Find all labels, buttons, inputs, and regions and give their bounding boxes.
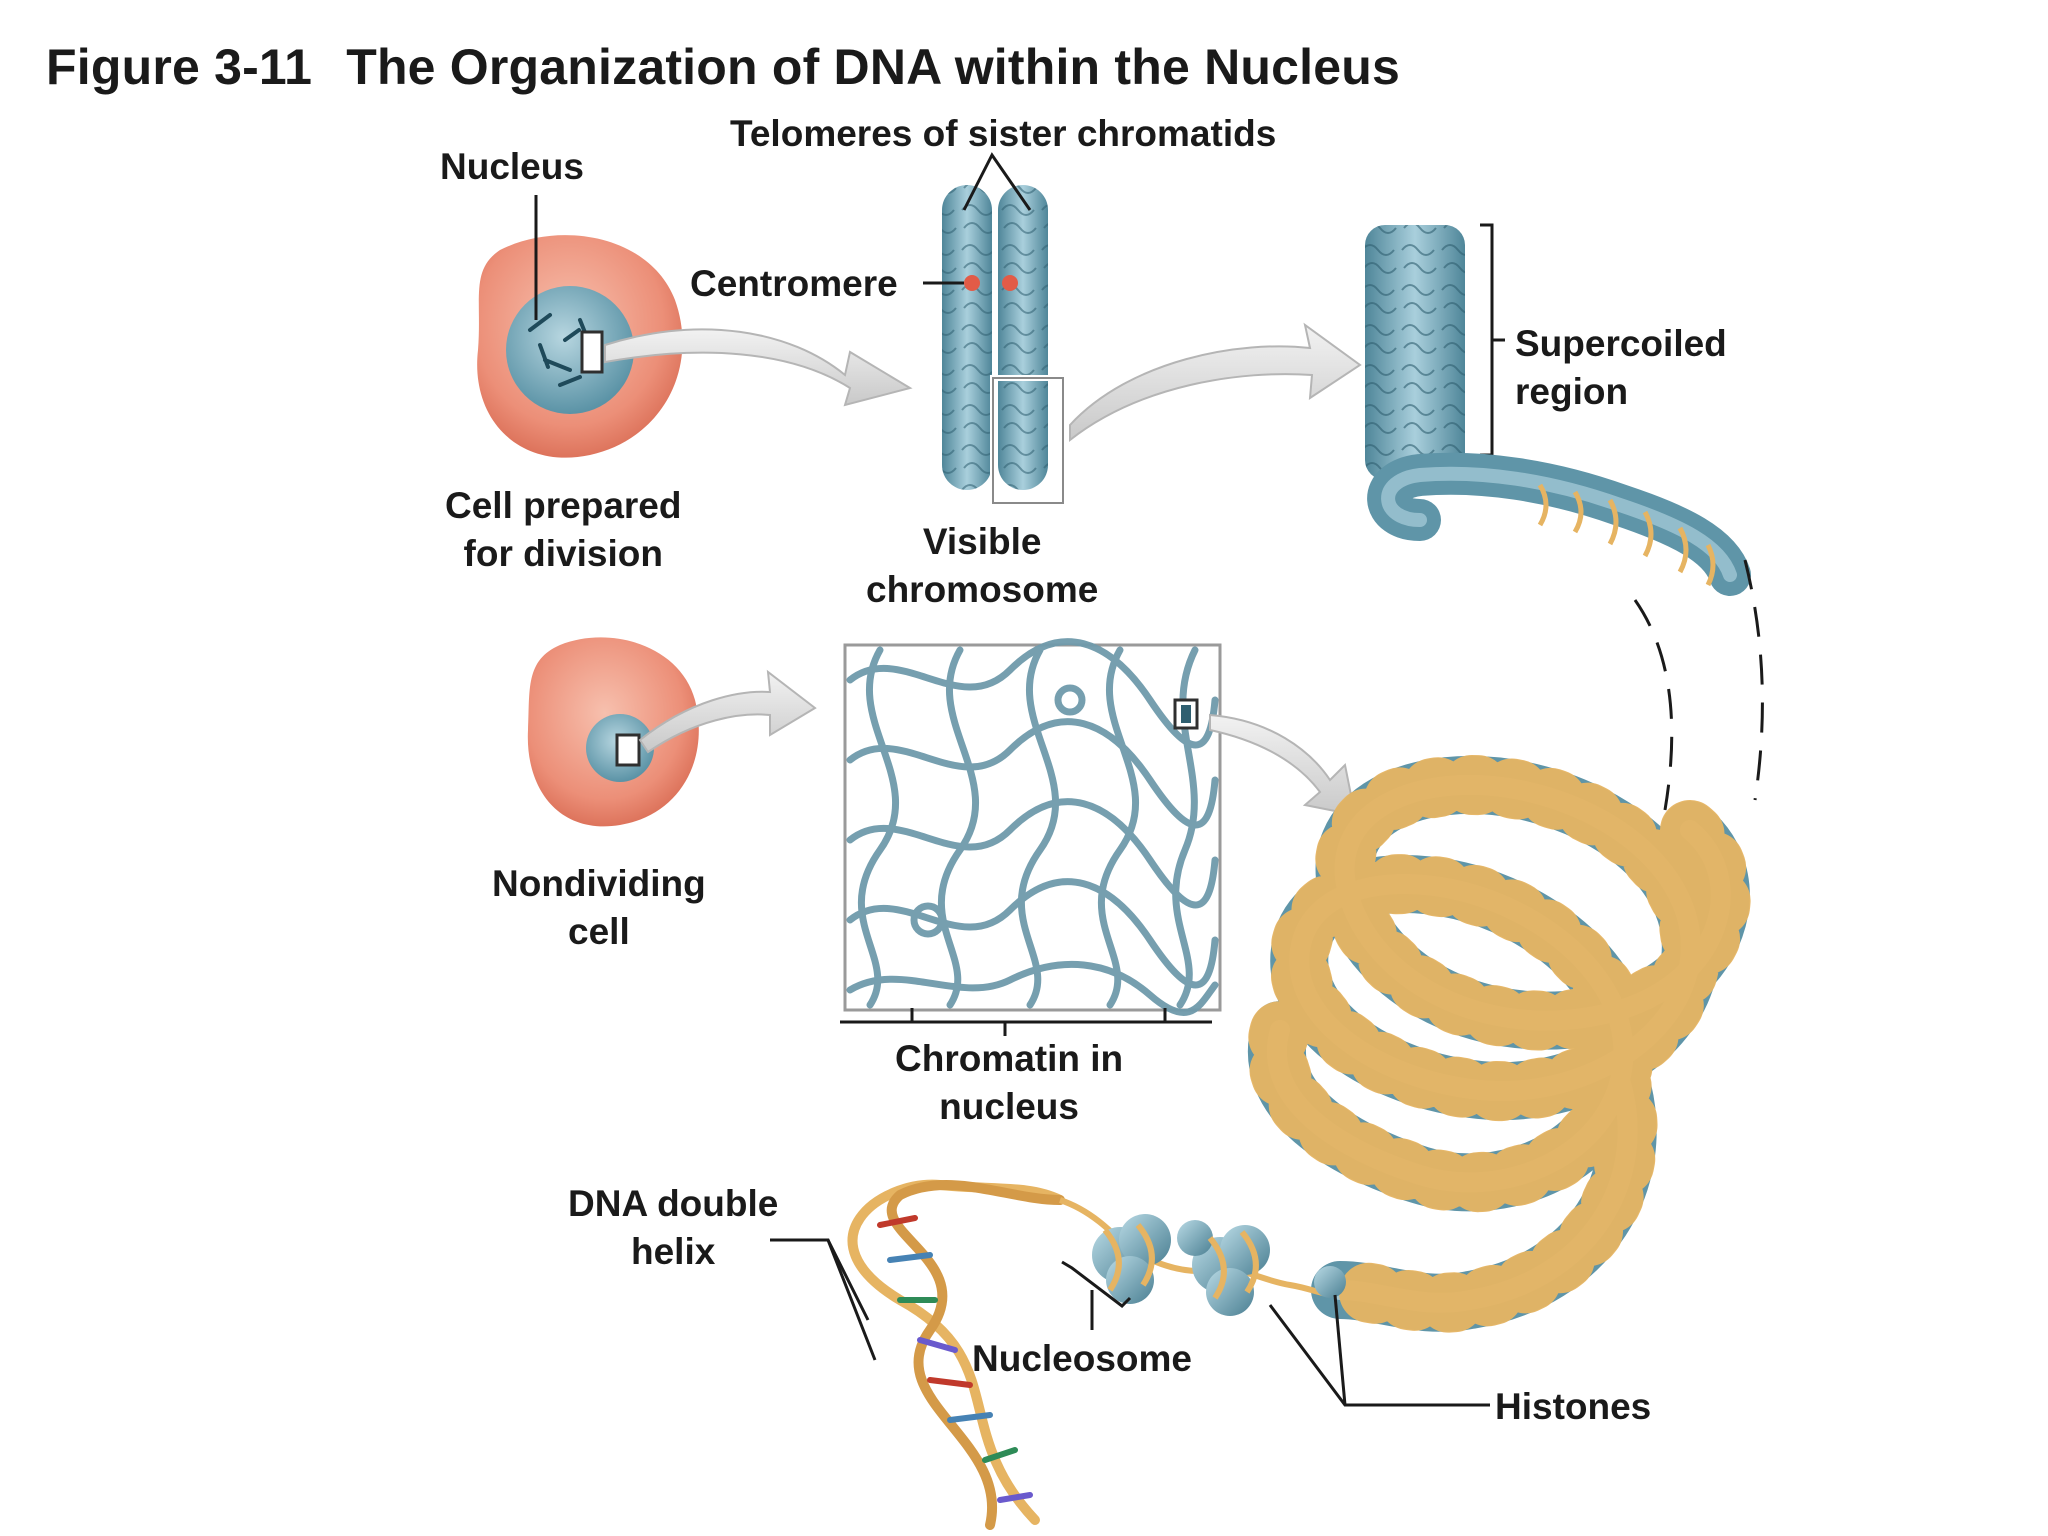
label-cell-prepared: Cell prepared for division: [445, 482, 681, 578]
centromere-dot: [1002, 275, 1018, 291]
coiled-chromatin-fiber: [1247, 754, 1751, 1333]
label-chromatin-in-nucleus: Chromatin in nucleus: [895, 1035, 1123, 1131]
nucleosome-chain: [1061, 1214, 1490, 1407]
visible-chromosome: [923, 152, 1066, 506]
nucleosome-bracket: [1061, 1260, 1132, 1308]
label-dna-line-2: helix: [631, 1231, 716, 1272]
supercoiled-bracket: [1480, 223, 1505, 457]
label-chromatin-line-1: Chromatin in: [895, 1038, 1124, 1079]
label-supercoiled-line-1: Supercoiled: [1515, 323, 1727, 364]
label-cell-prepared-line-2: for division: [463, 533, 663, 574]
label-nondividing-line-1: Nondividing: [492, 863, 706, 904]
arrow-chromatin-to-fiber: [1209, 713, 1357, 817]
dividing-cell: [477, 195, 683, 458]
chromatin-square: [840, 638, 1222, 1036]
nondividing-cell: [527, 637, 699, 827]
label-dna-line-1: DNA double: [568, 1183, 779, 1224]
centromere-dot: [964, 275, 980, 291]
arrow-cell-to-chromosome: [604, 328, 913, 407]
dna-leader-line-b: [770, 1238, 870, 1321]
figure-title-text: The Organization of DNA within the Nucle…: [346, 39, 1400, 95]
arrow-chromosome-to-supercoiled: [1069, 322, 1362, 443]
label-nondividing-cell: Nondividing cell: [492, 860, 706, 956]
histones-leader-line-b: [1333, 1294, 1347, 1406]
label-supercoiled-region: Supercoiled region: [1515, 320, 1727, 416]
label-telomeres: Telomeres of sister chromatids: [730, 113, 1277, 154]
figure-number: Figure 3-11: [46, 39, 313, 95]
label-centromere: Centromere: [690, 263, 898, 304]
telomere-leader-lines: [962, 152, 1032, 211]
chromatin-bracket: [840, 1008, 1212, 1036]
arrow-cell-to-chromatin: [638, 669, 817, 754]
label-visible-chromosome-line-1: Visible: [922, 521, 1042, 562]
label-cell-prepared-line-1: Cell prepared: [445, 485, 682, 526]
label-nondividing-line-2: cell: [568, 911, 630, 952]
label-chromatin-line-2: nucleus: [939, 1086, 1079, 1127]
label-visible-chromosome: Visible chromosome: [866, 518, 1098, 614]
label-visible-chromosome-line-2: chromosome: [866, 569, 1099, 610]
label-nucleosome: Nucleosome: [972, 1338, 1193, 1379]
label-supercoiled-line-2: region: [1515, 371, 1629, 412]
label-nucleus: Nucleus: [440, 146, 584, 187]
label-dna-double-helix: DNA double helix: [568, 1180, 778, 1276]
supercoiled-chromosome: [1365, 223, 1764, 811]
figure-title: Figure 3-11 The Organization of DNA withi…: [46, 38, 1400, 96]
label-histones: Histones: [1495, 1386, 1652, 1427]
dna-double-helix: [770, 1179, 1133, 1530]
